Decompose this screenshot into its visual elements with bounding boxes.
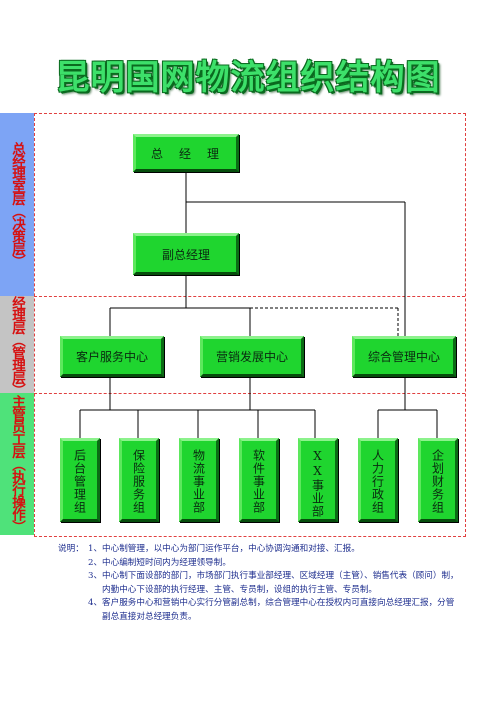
dept-box-hr-admin: 人力行政组 [358,438,398,522]
page-title: 昆明国网物流组织结构图 [55,58,441,98]
dept-label: 后台管理组 [72,449,87,514]
customer-service-center-box: 客户服务中心 [60,336,164,377]
marketing-center-box: 营销发展中心 [200,336,304,377]
dept-box-logistics: 物流事业部 [179,438,219,522]
note-item: 2、中心编制短时间内为经理领导制。 [58,557,462,571]
note-number: 2、 [88,557,103,568]
general-manager-box: 总 经 理 [133,134,239,172]
dept-label: 物流事业部 [191,449,206,514]
notes-label: 说明： [58,544,84,554]
layer-decision-label: 总经理室层（决策层） [9,142,25,267]
dept-box-planning-finance: 企划财务组 [418,438,458,522]
note-item: 3、中心制下面设部的部门，市场部门执行事业部经理、区域经理（主管）、销售代表（顾… [58,570,462,597]
note-item: 1、中心制管理，以中心为部门运作平台，中心协调沟通和对接、汇报。 [58,543,462,557]
note-text: 客户服务中心和营销中心实行分管副总制，综合管理中心在授权内可直接向总经理汇报，分… [102,598,455,622]
layer-divider-1 [34,296,465,297]
layer-execution-label: 主管员工层（执行操作） [9,395,25,533]
layer-decision: 总经理室层（决策层） [0,113,34,296]
note-item: 4、客户服务中心和营销中心实行分管副总制，综合管理中心在授权内可直接向总经理汇报… [58,597,462,624]
dept-label: 保险服务组 [131,449,146,514]
note-number: 3、 [88,571,103,581]
dept-box-xx: XX事业部 [298,438,338,522]
note-text: 中心制下面设部的部门，市场部门执行事业部经理、区域经理（主管）、销售代表（顾问）… [102,571,459,595]
dept-label: 软件事业部 [251,449,266,514]
dept-box-software: 软件事业部 [239,438,279,522]
dept-label: XX事业部 [310,449,325,518]
note-number: 4、 [88,598,103,608]
chart-frame [34,113,466,537]
dept-label: 人力行政组 [370,449,385,514]
layer-execution: 主管员工层（执行操作） [0,393,34,535]
layer-management-label: 经理层（管理层） [9,296,25,396]
layer-management: 经理层（管理层） [0,296,34,396]
deputy-manager-box: 副总经理 [133,233,239,275]
dept-box-insurance: 保险服务组 [119,438,159,522]
note-text: 中心编制短时间内为经理领导制。 [102,557,231,568]
general-admin-center-box: 综合管理中心 [352,336,456,377]
dept-label: 企划财务组 [430,449,445,514]
notes-section: 说明： 1、中心制管理，以中心为部门运作平台，中心协调沟通和对接、汇报。 2、中… [58,543,462,624]
note-number: 1、 [88,544,103,554]
note-text: 中心制管理，以中心为部门运作平台，中心协调沟通和对接、汇报。 [102,544,360,554]
dept-box-backoffice: 后台管理组 [60,438,100,522]
